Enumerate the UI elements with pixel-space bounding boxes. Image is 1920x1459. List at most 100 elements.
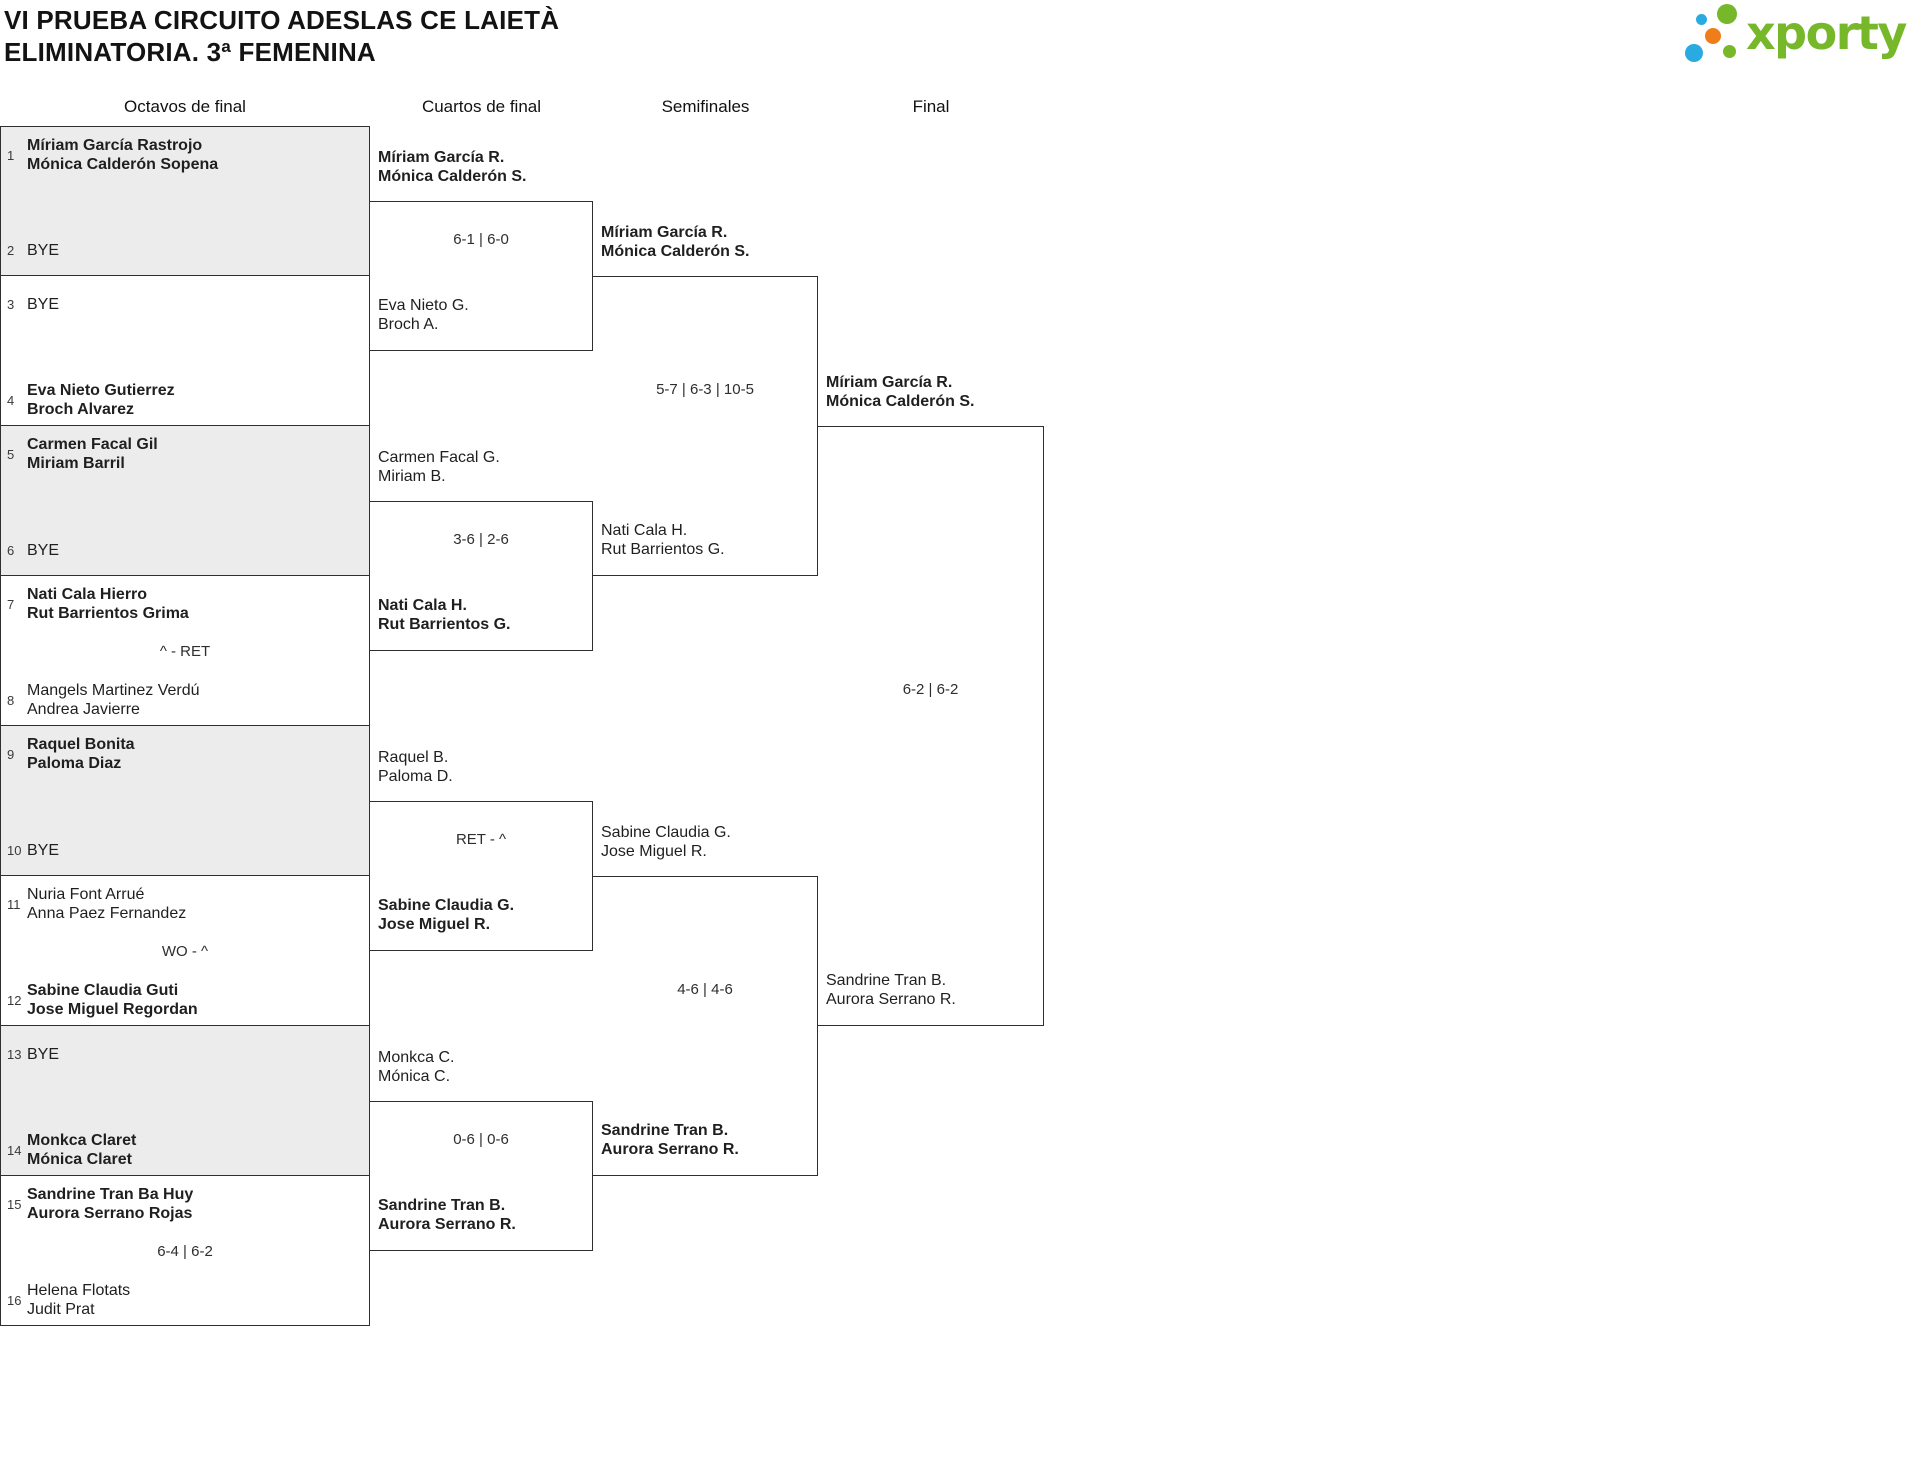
- team-name: Nati Cala H. Rut Barrientos G.: [601, 521, 725, 559]
- sf-match-1: Míriam García R. Mónica Calderón S. 5-7 …: [593, 224, 818, 576]
- team-slot-7: 7 Nati Cala Hierro Rut Barrientos Grima: [1, 584, 369, 624]
- r16-match-3: 5 Carmen Facal Gil Miriam Barril 6 BYE: [0, 426, 370, 576]
- team-slot-1: 1 Míriam García Rastrojo Mónica Calderón…: [1, 135, 369, 175]
- team-name: Raquel Bonita Paloma Diaz: [27, 735, 135, 773]
- team-name-line: Paloma D.: [378, 768, 453, 785]
- team-name-line: Mónica Claret: [27, 1151, 132, 1168]
- page-title-line2: ELIMINATORIA. 3ª FEMENINA: [4, 37, 376, 67]
- team-name: Nati Cala H. Rut Barrientos G.: [378, 596, 510, 634]
- team-name-line: Míriam García R.: [601, 224, 728, 241]
- team-name: Sabine Claudia G. Jose Miguel R.: [378, 896, 514, 934]
- team-name-line: Rut Barrientos G.: [601, 541, 725, 558]
- r16-match-8: 15 Sandrine Tran Ba Huy Aurora Serrano R…: [0, 1176, 370, 1326]
- team-name-line: Raquel Bonita: [27, 736, 135, 753]
- match-score: 6-1 | 6-0: [453, 231, 509, 248]
- match-score: 3-6 | 2-6: [453, 531, 509, 548]
- logo-wordmark: xporty: [1746, 6, 1907, 60]
- team-name-line: Aurora Serrano R.: [378, 1216, 516, 1233]
- team-name-line: Eva Nieto Gutierrez: [27, 382, 175, 399]
- team-name: Sabine Claudia Guti Jose Miguel Regordan: [27, 981, 198, 1019]
- round-header-octavos: Octavos de final: [124, 97, 246, 116]
- team-name-line: Sabine Claudia G.: [378, 897, 515, 914]
- team-slot-4: 4 Eva Nieto Gutierrez Broch Alvarez: [1, 378, 369, 422]
- team-name-line: Sandrine Tran B.: [601, 1122, 729, 1139]
- team-name-line: Miriam B.: [378, 468, 446, 485]
- qf-match-4: Monkca C. Mónica C. 0-6 | 0-6 Sandrine T…: [370, 1049, 593, 1251]
- team-slot-8: 8 Mangels Martinez Verdú Andrea Javierre: [1, 678, 369, 722]
- team-name-line: Rut Barrientos G.: [378, 616, 511, 633]
- seed-number: 13: [7, 1046, 22, 1062]
- team-name: Eva Nieto Gutierrez Broch Alvarez: [27, 381, 175, 419]
- team-name: Míriam García R. Mónica Calderón S.: [378, 148, 526, 186]
- team-name-line: Mangels Martinez Verdú: [27, 682, 200, 699]
- match-score: 0-6 | 0-6: [453, 1131, 509, 1148]
- team-name: Eva Nieto G. Broch A.: [378, 296, 469, 334]
- team-name-line: Mónica Calderón S.: [378, 168, 527, 185]
- team-name-line: Mónica Calderón Sopena: [27, 156, 219, 173]
- team-name: Carmen Facal G. Miriam B.: [378, 448, 500, 486]
- r16-match-4: 7 Nati Cala Hierro Rut Barrientos Grima …: [0, 576, 370, 726]
- team-name-line: Monkca Claret: [27, 1132, 137, 1149]
- seed-number: 10: [7, 842, 22, 858]
- seed-number: 14: [7, 1142, 22, 1158]
- team-name-line: Mónica Calderón S.: [826, 393, 975, 410]
- team-slot-13: 13 BYE: [1, 1034, 369, 1074]
- r16-match-7: 13 BYE 14 Monkca Claret Mónica Claret: [0, 1026, 370, 1176]
- team-name-line: Míriam García R.: [378, 149, 505, 166]
- seed-number: 3: [7, 296, 15, 312]
- sf-match-2: Sabine Claudia G. Jose Miguel R. 4-6 | 4…: [593, 824, 818, 1176]
- team-name: Nati Cala Hierro Rut Barrientos Grima: [27, 585, 189, 623]
- qf-match-1: Míriam García R. Mónica Calderón S. 6-1 …: [370, 149, 593, 351]
- team-slot-9: 9 Raquel Bonita Paloma Diaz: [1, 734, 369, 774]
- team-name-line: Broch Alvarez: [27, 401, 134, 418]
- qf-match-3: Raquel B. Paloma D. RET - ^ Sabine Claud…: [370, 749, 593, 951]
- match-score: 6-2 | 6-2: [902, 681, 959, 698]
- team-name-line: Sabine Claudia G.: [601, 824, 731, 841]
- r16-match-1: 1 Míriam García Rastrojo Mónica Calderón…: [0, 126, 370, 276]
- team-slot-6: 6 BYE: [1, 528, 369, 572]
- team-name-line: Miriam Barril: [27, 455, 125, 472]
- team-name: BYE: [27, 295, 59, 314]
- team-name-line: Aurora Serrano R.: [826, 991, 956, 1008]
- team-name: Sabine Claudia G. Jose Miguel R.: [601, 823, 731, 861]
- team-name: Sandrine Tran B. Aurora Serrano R.: [378, 1196, 516, 1234]
- team-name-line: Eva Nieto G.: [378, 297, 469, 314]
- seed-number: 9: [7, 746, 15, 762]
- seed-number: 16: [7, 1292, 22, 1308]
- r16-match-2: 3 BYE 4 Eva Nieto Gutierrez Broch Alvare…: [0, 276, 370, 426]
- team-name-line: Monkca C.: [378, 1049, 455, 1066]
- qf-match-2: Carmen Facal G. Miriam B. 3-6 | 2-6 Nati…: [370, 449, 593, 651]
- team-name-line: Paloma Diaz: [27, 755, 122, 772]
- seed-number: 12: [7, 992, 22, 1008]
- seed-number: 7: [7, 596, 15, 612]
- team-name-line: Carmen Facal Gil: [27, 436, 158, 453]
- team-name-line: Helena Flotats: [27, 1282, 131, 1299]
- team-name: Míriam García Rastrojo Mónica Calderón S…: [27, 136, 218, 174]
- team-name-line: Nuria Font Arrué: [27, 886, 145, 903]
- match-score: RET - ^: [455, 831, 507, 848]
- team-name-line: Jose Miguel Regordan: [27, 1001, 198, 1018]
- logo-dot-orange-icon: [1705, 28, 1721, 44]
- team-name-line: Míriam García Rastrojo: [27, 137, 203, 154]
- team-slot-14: 14 Monkca Claret Mónica Claret: [1, 1128, 369, 1172]
- team-name-line: Sandrine Tran Ba Huy: [27, 1186, 194, 1203]
- team-slot-11: 11 Nuria Font Arrué Anna Paez Fernandez: [1, 884, 369, 924]
- team-name-line: Jose Miguel R.: [601, 843, 707, 860]
- match-score: 4-6 | 4-6: [677, 981, 733, 998]
- team-name: BYE: [27, 841, 59, 860]
- team-name-line: Sabine Claudia Guti: [27, 982, 179, 999]
- team-name-line: Rut Barrientos Grima: [27, 605, 189, 622]
- xporty-logo: xporty: [1672, 4, 1918, 76]
- team-name: Mangels Martinez Verdú Andrea Javierre: [27, 681, 200, 719]
- team-slot-16: 16 Helena Flotats Judit Prat: [1, 1278, 369, 1322]
- match-score: 5-7 | 6-3 | 10-5: [656, 381, 754, 398]
- team-name-line: Nati Cala H.: [601, 522, 688, 539]
- match-score: ^ - RET: [159, 642, 211, 660]
- team-name: Monkca Claret Mónica Claret: [27, 1131, 136, 1169]
- r16-match-6: 11 Nuria Font Arrué Anna Paez Fernandez …: [0, 876, 370, 1026]
- team-name-line: BYE: [27, 1045, 60, 1063]
- team-name: Sandrine Tran Ba Huy Aurora Serrano Roja…: [27, 1185, 193, 1223]
- logo-dot-blue-small-icon: [1696, 14, 1707, 25]
- team-name: Míriam García R. Mónica Calderón S.: [601, 223, 749, 261]
- team-slot-10: 10 BYE: [1, 828, 369, 872]
